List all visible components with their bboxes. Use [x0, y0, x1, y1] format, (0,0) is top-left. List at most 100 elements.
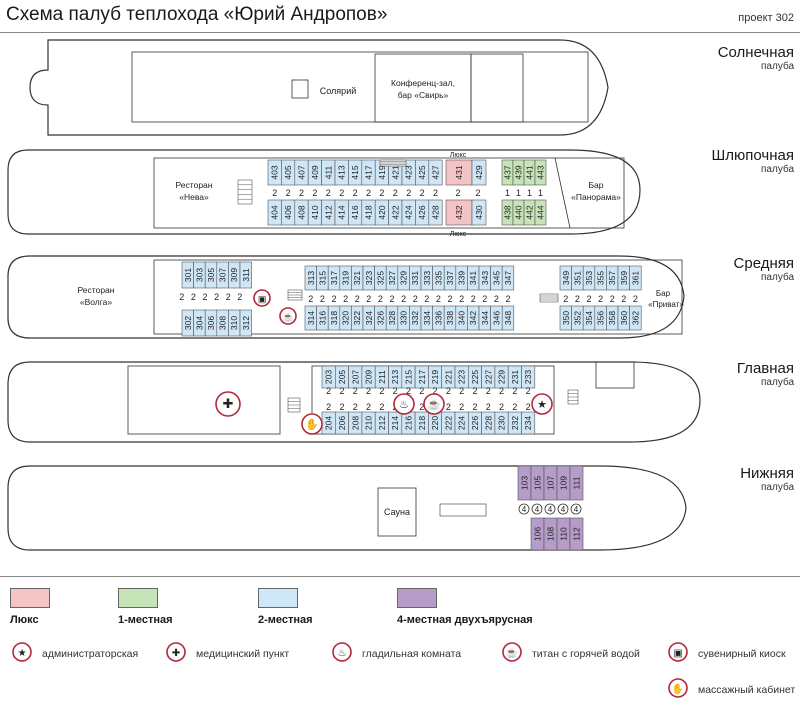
middle-right-bottom-cabin [629, 305, 642, 331]
quad-mark [518, 503, 530, 515]
middle-left-top-cabin-number: 303 [194, 268, 204, 282]
main-bottom-cabin-number: 204 [324, 416, 334, 430]
boat-bed-count: 2 [286, 188, 291, 198]
main-top-bed-count: 2 [379, 386, 384, 396]
middle-mid-bottom-cabin-number: 324 [364, 311, 374, 325]
middle-mid-top-cabin-number: 329 [399, 271, 409, 285]
main-bottom-bed-count: 2 [512, 402, 517, 412]
lower-bottom-cabin-number: 110 [559, 527, 569, 541]
main-bottom-cabin-number: 216 [403, 416, 413, 430]
main-top-cabin-number: 233 [523, 370, 533, 384]
admin-icon [531, 393, 553, 415]
ironing-icon [393, 393, 415, 415]
legend-divider [0, 576, 800, 577]
deck-sub: палуба [761, 164, 794, 175]
middle-left-bed-count: 2 [214, 292, 219, 302]
restaurant-neva-line2: «Нева» [179, 192, 209, 202]
sun-deck-hull [29, 39, 609, 136]
main-top-bed-count: 2 [446, 386, 451, 396]
middle-mid-top-cabin-number: 339 [457, 271, 467, 285]
middle-left-bottom-cabin-number: 310 [229, 316, 239, 330]
medical-icon [215, 391, 241, 417]
main-bottom-cabin-number: 222 [443, 416, 453, 430]
boat-deck-outline [153, 157, 625, 229]
boiler-icon [279, 307, 297, 325]
legend-admin-icon-glyph: ★ [18, 648, 27, 659]
boat-top-cabin-number: 403 [270, 165, 280, 179]
boat-top-cabin-number: 407 [297, 165, 307, 179]
middle-left-top-cabin-number: 311 [241, 268, 251, 282]
boat-lux-top-cabin-number: 431 [454, 165, 464, 179]
middle-left-top-cabin-number: 305 [206, 268, 216, 282]
lower-deck-hull [7, 465, 687, 551]
main-bottom-cabin-number: 214 [390, 416, 400, 430]
deck-name: Главная [736, 360, 794, 377]
main-bottom-cabin-number: 230 [497, 416, 507, 430]
boat-top-cabin-number: 421 [390, 165, 400, 179]
middle-right-top-cabin-number: 351 [572, 271, 582, 285]
legend-boiler-icon-glyph: ☕ [506, 646, 518, 659]
main-bottom-cabin [521, 411, 536, 435]
middle-mid-top-cabin-number: 345 [491, 271, 501, 285]
middle-mid-top-cabin-number: 327 [387, 271, 397, 285]
legend-swatch-double [258, 588, 298, 608]
main-bottom-bed-count: 2 [446, 402, 451, 412]
boat-top-cabin-number: 423 [404, 165, 414, 179]
boat-bed-count: 2 [433, 188, 438, 198]
middle-right-bottom-cabin-number: 352 [572, 311, 582, 325]
middle-mid-bottom-cabin-number: 326 [375, 311, 385, 325]
boat-single-bed-count: 1 [505, 188, 510, 198]
middle-mid-top-cabin-number: 337 [445, 271, 455, 285]
middle-left-bottom-cabin-number: 308 [218, 316, 228, 330]
lower-top-cabin-number: 105 [533, 476, 543, 490]
middle-left-bed-count: 2 [202, 292, 207, 302]
middle-mid-bottom-cabin-number: 340 [457, 311, 467, 325]
legend-medical-icon [166, 642, 186, 662]
quad-mark [570, 503, 582, 515]
middle-right-bed-count: 2 [598, 294, 603, 304]
middle-mid-bed-count: 2 [447, 294, 452, 304]
main-top-bed-count: 2 [512, 386, 517, 396]
quad-bed-count: 4 [522, 505, 527, 514]
deck-sub: палуба [761, 61, 794, 72]
boat-bottom-cabin-number: 420 [377, 205, 387, 219]
lower-top-cabin-number: 109 [559, 476, 569, 490]
main-engine-room [127, 365, 281, 435]
main-bottom-bed-count: 2 [379, 402, 384, 412]
boat-lux-bottom-cabin-number: 432 [454, 205, 464, 219]
deck-sub: палуба [761, 482, 794, 493]
medical-icon-glyph: ✚ [222, 396, 233, 411]
middle-right-bed-count: 2 [575, 294, 580, 304]
boat-bed-count: 2 [339, 188, 344, 198]
middle-mid-bed-count: 2 [378, 294, 383, 304]
middle-right-bed-count: 2 [563, 294, 568, 304]
boat-top-cabin-number: 427 [431, 165, 441, 179]
quad-mark [531, 503, 543, 515]
legend-swatch-single [118, 588, 158, 608]
legend-icon-label-ironing: гладильная комната [362, 648, 462, 660]
quad-bed-count: 4 [574, 505, 579, 514]
middle-mid-top-cabin-number: 313 [306, 271, 316, 285]
boat-bed-count: 2 [406, 188, 411, 198]
middle-mid-top-cabin-number: 347 [503, 271, 513, 285]
boat-single-top-cabin-number: 437 [503, 165, 513, 179]
middle-mid-top-cabin-number: 331 [410, 271, 420, 285]
middle-mid-bed-count: 2 [471, 294, 476, 304]
middle-mid-top-cabin-number: 333 [422, 271, 432, 285]
main-top-cabin-number: 207 [350, 370, 360, 384]
boat-top-cabin [428, 159, 443, 186]
legend-massage-icon-glyph: ✋ [672, 683, 684, 695]
legend-ironing-icon [332, 642, 352, 662]
middle-mid-top-cabin-number: 317 [329, 271, 339, 285]
admin-icon-glyph: ★ [537, 399, 547, 411]
deck-label-lower: Нижняя палуба [740, 465, 794, 493]
legend-label-quad: 4-местная двухъярусная [397, 614, 533, 626]
boat-top-cabin-number: 419 [377, 165, 387, 179]
boat-bottom-cabin-number: 426 [417, 205, 427, 219]
middle-left-bottom-cabin-number: 306 [206, 316, 216, 330]
souvenir-icon [253, 289, 271, 307]
deck-name: Солнечная [717, 44, 794, 61]
middle-right-bottom-cabin-number: 362 [630, 311, 640, 325]
deck-label-boat: Шлюпочная палуба [712, 147, 794, 175]
